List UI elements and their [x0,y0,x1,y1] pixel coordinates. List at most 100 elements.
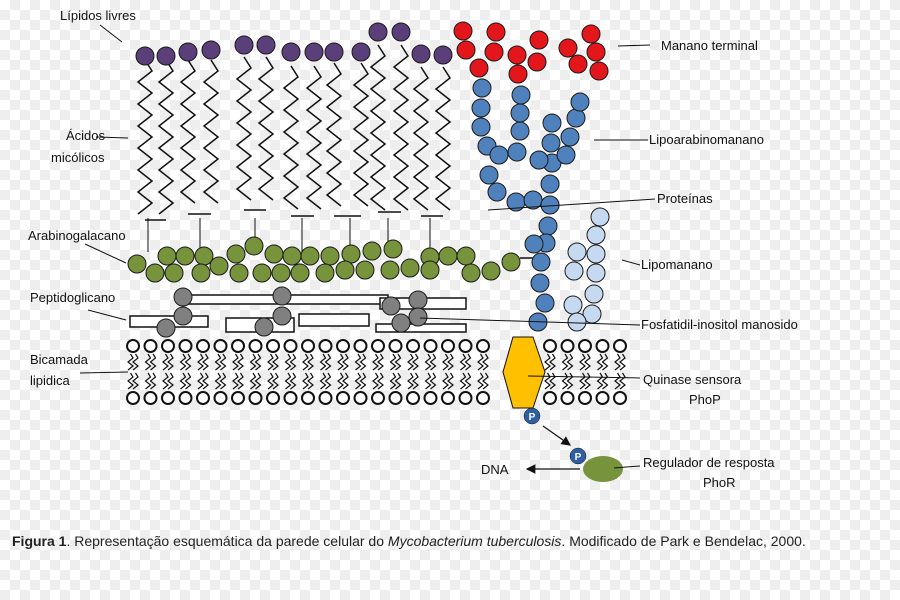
lipid-head [560,339,575,353]
lipid-tail [429,353,437,371]
lipid-head [543,339,557,353]
lipid-tail [132,353,139,371]
lipid-tail [544,372,551,390]
arabinomannan-unit [535,293,555,313]
lipid-tail [324,372,332,390]
lipid-head [371,391,385,405]
mannose-unit [456,40,476,60]
lipid-tail [359,372,367,390]
lipid-head [353,339,368,353]
lipid-head [266,339,280,353]
lipid-head [595,339,610,353]
lipid-tail [619,353,626,371]
peptidoglycan-unit [381,296,401,316]
mycolic-acid-tail [282,65,300,210]
mycolic-acid-head [411,44,431,64]
lipid-tail [167,372,174,390]
lipomannan-unit [586,263,606,283]
mycolic-acid-head [391,22,411,42]
lipid-tail [389,353,397,371]
label-mycolic-acids: Ácidos [66,128,106,143]
lipid-tail [302,372,309,390]
phosphate-icon [523,407,541,425]
lipid-head [283,339,298,353]
lipid-tail [579,353,586,371]
lipid-tail [482,353,489,371]
lipid-head [143,339,158,353]
peptidoglycan-unit [173,306,193,326]
lipid-tail [319,372,327,390]
mycolic-acid-head [324,42,344,62]
lipid-tail [237,353,244,371]
arabinogalactan-unit [456,246,476,266]
lipid-tail [424,353,432,371]
arabinomannan-unit [529,150,549,170]
mannose-unit [568,54,588,74]
lipid-tail [249,353,257,371]
lipoarabinomannan [453,21,609,332]
phosphate-icon [569,447,587,465]
mycolic-acid-head [433,45,453,65]
lipid-tail [596,372,604,390]
mycolic-acids [135,22,453,252]
lipid-tail [184,372,192,390]
lipomannan-unit [586,244,606,264]
arabinomannan-unit [479,165,499,185]
label-lipid-bilayer: lipidica [30,373,71,388]
lipid-tail [389,372,397,390]
arabinogalactan-unit [380,260,400,280]
lipid-tail [464,353,472,371]
lipid-tail [407,372,414,390]
arabinogalactan-unit [271,263,291,283]
arabinogalactan-unit [209,256,229,276]
lipid-tail [407,353,414,371]
arabinogalactan-unit [290,263,310,283]
lipid-tail [289,372,297,390]
arabinomannan-unit [507,142,527,162]
lipid-tail [202,372,209,390]
lipomannan-unit [590,207,610,227]
lipid-tail [596,353,604,371]
lipid-tail [219,372,227,390]
lipid-head [143,391,158,405]
lipid-tail [342,353,349,371]
lipid-tail [394,353,402,371]
lipid-head [336,391,350,405]
lipomannan [563,207,610,332]
lipid-tail [442,353,449,371]
lipid-head [266,391,280,405]
lipid-head [441,391,455,405]
mycolic-acid-head [281,42,301,62]
label-mycolic-acids: micólicos [51,150,105,165]
lipid-tail [429,372,437,390]
arabinomannan-unit [531,252,551,272]
mycolic-acid-head [256,35,276,55]
lipid-tail [284,353,292,371]
mycolic-acid-tail [369,44,387,211]
lipid-head [476,391,490,405]
lipid-tail [601,353,609,371]
lipid-head [388,339,403,353]
lipomannan-unit [567,242,587,262]
lipid-tail [267,372,274,390]
lipid-tail [214,353,222,371]
label-phosphatidyl-inositol: Fosfatidil-inositol manosido [641,317,798,332]
lipid-tail [149,353,157,371]
mycolic-acid-tail [352,62,370,207]
lipid-tail [307,372,314,390]
lipid-tail [377,372,384,390]
leader-lines [79,24,656,469]
lipomannan-unit [563,295,583,315]
lipid-tail [424,372,432,390]
mycolic-acid-tail [202,59,220,204]
mycolic-acid-tail [179,59,197,204]
lipid-bilayer [126,339,627,405]
mannose-unit [469,58,489,78]
peptidoglycan-unit [254,317,274,337]
sensor-kinase-protein [502,336,546,409]
lipid-tail [359,353,367,371]
lipid-head [318,339,333,353]
label-response-regulator: Regulador de resposta [643,455,775,470]
lipid-tail [302,353,309,371]
lipid-tail [394,372,402,390]
